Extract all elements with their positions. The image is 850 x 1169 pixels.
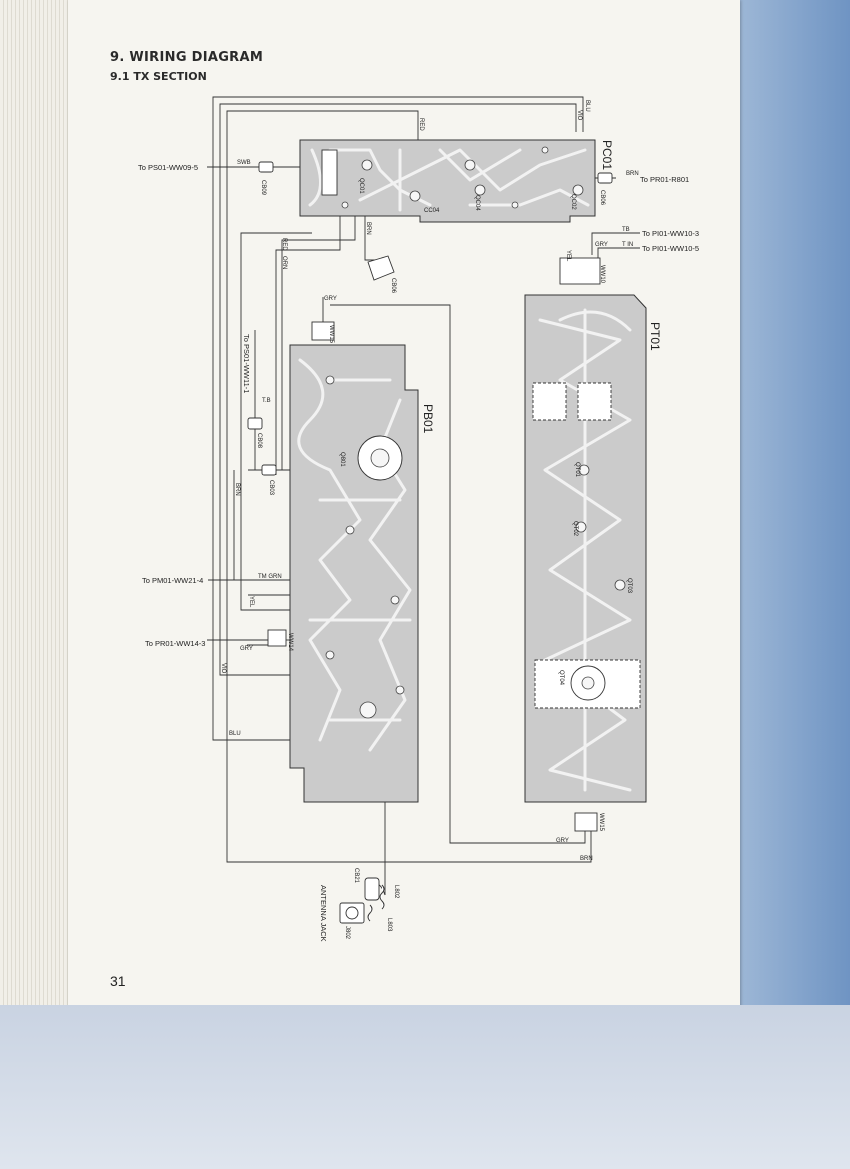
wire-label-orn: ORN [281, 256, 287, 269]
dest-ps01-ww11-1: To PS01-WW11-1 [242, 334, 251, 393]
cb08-capacitor [247, 417, 263, 430]
board-label-pt01: PT01 [648, 322, 662, 351]
destination-labels: To PS01-WW09-5 To PR01-R801 To PI01-WW10… [138, 163, 699, 648]
scanner-bed [0, 1005, 850, 1169]
board-pt01: QT01 QT02 QT03 QT04 PT01 [524, 294, 662, 803]
board-pb01: Q801 PB01 [289, 344, 435, 803]
section-title: 9.1 TX SECTION [110, 70, 207, 83]
dest-pr01-ww14-3: To PR01-WW14-3 [145, 639, 205, 648]
wire-label-tb-top: TB [622, 227, 630, 233]
connector-label-ww10: WW10 [599, 265, 605, 284]
board-label-pb01: PB01 [421, 404, 435, 434]
part-cb21: CB21 [353, 868, 359, 884]
connector-label-ww15-bottom: WW15 [598, 813, 604, 832]
wire-label-gry-ww10: GRY [595, 242, 608, 248]
connector-ww14 [267, 629, 287, 647]
wire-label-tm-grn: TM GRN [258, 574, 282, 580]
wire-label-red-left: RED [281, 238, 287, 251]
part-qt02: QT02 [572, 521, 578, 537]
wire-label-brn-left: BRN [234, 483, 240, 496]
dest-ps01-ww09-5: To PS01-WW09-5 [138, 163, 198, 172]
wire-label-vio-left: VIO [220, 663, 226, 674]
l803-coil [367, 904, 373, 922]
part-cc04: CC04 [424, 208, 440, 214]
wire-label-red-top: RED [418, 118, 424, 131]
wire-label-swb: SWB [237, 160, 251, 166]
wire-label-brn-bottom: BRN [580, 856, 593, 862]
pc01-coil [321, 149, 338, 196]
wire-label-gry-ww14: GRY [240, 646, 253, 652]
scanner-background [740, 0, 850, 1169]
antenna-jack-assembly: CB21 L802 L803 J802 ANTENNA JACK [319, 868, 399, 942]
dest-pm01-ww21-4: To PM01-WW21-4 [142, 576, 203, 585]
board-label-pc01: PC01 [600, 140, 614, 170]
part-l803: L803 [386, 918, 392, 932]
part-cb09: CB09 [260, 180, 266, 196]
part-cb06-pc01: CB06 [599, 190, 605, 206]
part-cb03: CB03 [268, 480, 274, 496]
connector-ww15-top [311, 321, 335, 341]
cb06-mid-capacitor [367, 255, 395, 281]
page-title: 9. WIRING DIAGRAM [110, 50, 264, 65]
wire-label-vio-top: VIO [576, 110, 582, 121]
wire-label-blu-top: BLU [584, 100, 590, 112]
wire-label-brn-pc01: BRN [626, 171, 639, 177]
cb06-pc01-capacitor [597, 172, 613, 184]
connector-label-ww15-top: WW15 [328, 325, 334, 344]
part-qc02: QC02 [570, 194, 576, 210]
l802-coil [379, 884, 385, 910]
part-qt04: QT04 [558, 670, 564, 686]
wire-label-brn-mid: BRN [365, 222, 371, 235]
inline-parts: CB09 CB06 CB06 CB08 CB03 WW10 WW15 WW14 … [247, 161, 613, 832]
part-j802: J802 [344, 926, 350, 940]
wire-label-yel-ww10: YEL [565, 250, 571, 262]
part-antenna-jack: ANTENNA JACK [319, 885, 328, 942]
part-l802: L802 [393, 885, 399, 899]
part-q801: Q801 [339, 452, 345, 467]
wire-label-t-in: T IN [622, 242, 633, 248]
page-stack-edge [0, 0, 70, 1005]
wire-label-blu-left: BLU [229, 731, 241, 737]
part-cb08: CB08 [256, 433, 262, 449]
wire-label-yel-left: YEL [248, 596, 254, 608]
connector-ww15-bottom [574, 812, 598, 832]
dest-pr01-r801: To PR01-R801 [640, 175, 689, 184]
pt01-shield-1 [532, 382, 567, 421]
part-cb06-mid: CB06 [390, 278, 396, 294]
part-qt01: QT01 [574, 462, 580, 478]
cb21-capacitor [364, 877, 380, 901]
cb09-capacitor [258, 161, 274, 173]
pt01-shield-2 [577, 382, 612, 421]
connector-label-ww14: WW14 [287, 633, 293, 652]
part-qc01: QC01 [358, 178, 364, 194]
connector-ww10 [559, 257, 601, 285]
wire-label-tb-left: T.B [262, 398, 271, 404]
board-pc01: QC01 QC04 QC02 CC04 PC01 [299, 139, 614, 223]
wire-label-gry-bottom: GRY [556, 838, 569, 844]
cb03-capacitor [261, 464, 277, 476]
page-number: 31 [110, 973, 126, 989]
dest-pi01-ww10-3: To PI01-WW10-3 [642, 229, 699, 238]
dest-pi01-ww10-5: To PI01-WW10-5 [642, 244, 699, 253]
wire-label-gry-ww15: GRY [324, 296, 337, 302]
part-qc04: QC04 [474, 195, 480, 211]
wire-color-labels: BLU VIO RED SWB BRN RED BRN ORN TB T IN … [220, 100, 639, 862]
part-qt03: QT03 [626, 578, 632, 594]
